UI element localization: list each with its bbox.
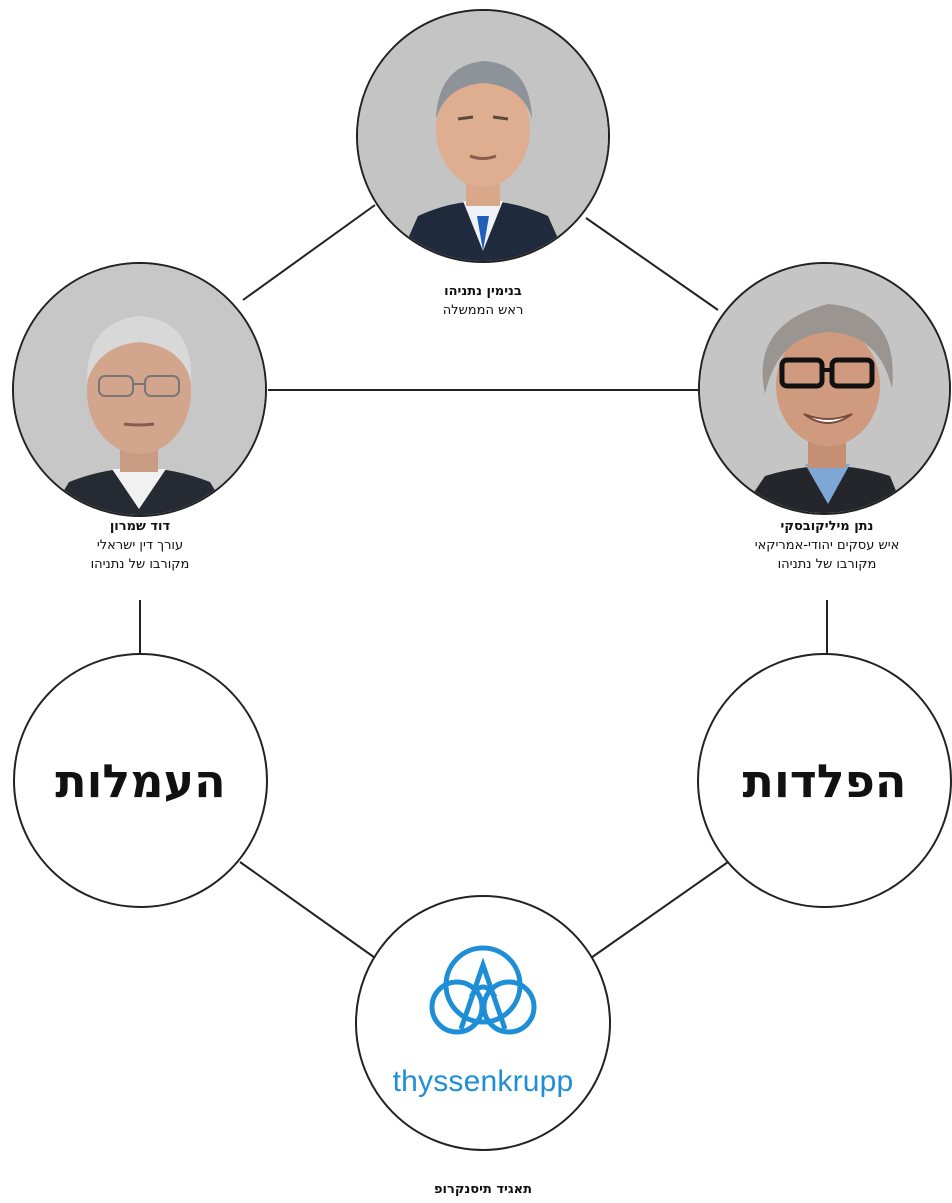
line-netanyahu-milikowsky (585, 217, 719, 311)
shimron-caption: דוד שמרון עורך דין ישראלי מקורבו של נתני… (40, 517, 240, 574)
netanyahu-caption: בנימין נתניהו ראש הממשלה (383, 282, 583, 320)
line-commissions-thyssenkrupp (239, 861, 379, 961)
shimron-photo (12, 262, 267, 517)
commissions-label: העמלות (55, 753, 226, 808)
milikowsky-role-line1: איש עסקים יהודי-אמריקאי (754, 538, 900, 553)
line-steel-thyssenkrupp (587, 861, 729, 961)
shimron-role-line1: עורך דין ישראלי (96, 538, 184, 553)
netanyahu-name: בנימין נתניהו (444, 284, 522, 299)
thyssenkrupp-node: thyssenkrupp (355, 895, 611, 1151)
shimron-role-line2: מקורבו של נתניהו (90, 557, 190, 572)
shimron-name: דוד שמרון (109, 519, 171, 534)
milikowsky-name: נתן מיליקובסקי (780, 519, 874, 534)
milikowsky-role-line2: מקורבו של נתניהו (777, 557, 877, 572)
milikowsky-photo (698, 262, 951, 515)
steel-node: הפלדות (697, 653, 952, 908)
steel-label: הפלדות (742, 753, 907, 808)
commissions-node: העמלות (13, 653, 268, 908)
netanyahu-role: ראש הממשלה (442, 303, 524, 318)
thyssenkrupp-logo-icon (429, 945, 537, 1035)
thyssenkrupp-name: תאגיד תיסנקרופ (434, 1182, 532, 1197)
thyssenkrupp-caption: תאגיד תיסנקרופ (383, 1180, 583, 1199)
milikowsky-caption: נתן מיליקובסקי איש עסקים יהודי-אמריקאי מ… (702, 517, 952, 574)
thyssenkrupp-logo-text: thyssenkrupp (392, 1065, 574, 1098)
line-netanyahu-shimron (242, 204, 376, 301)
netanyahu-photo (356, 9, 610, 263)
